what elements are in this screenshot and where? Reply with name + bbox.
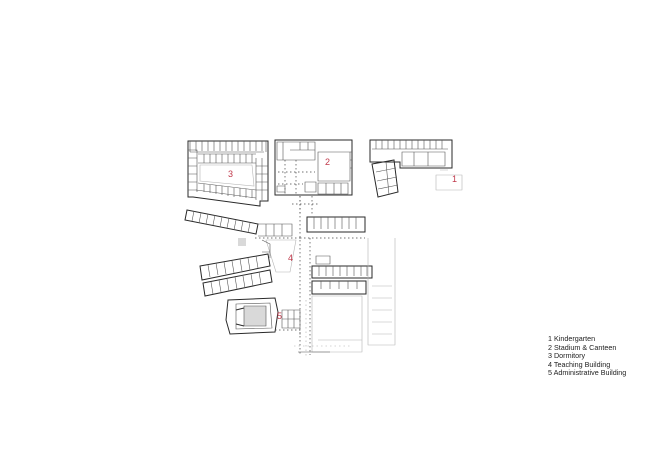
label-dormitory-number: 3 bbox=[228, 169, 234, 179]
legend-item-stadium-canteen: 2 Stadium & Canteen bbox=[548, 342, 617, 352]
legend-item-administrative-building: 5 Administrative Building bbox=[548, 368, 627, 378]
legend-item-kindergarten: 1 Kindergarten bbox=[548, 334, 596, 343]
teaching-building bbox=[184, 196, 396, 356]
dormitory-building bbox=[187, 140, 269, 207]
legend-item-teaching-building: 4 Teaching Building bbox=[548, 359, 611, 369]
label-administrative-building-number: 5 bbox=[277, 311, 283, 321]
kindergarten-building bbox=[369, 139, 463, 198]
legend-item-dormitory: 3 Dormitory bbox=[548, 351, 586, 361]
label-kindergarten-number: 1 bbox=[452, 174, 458, 184]
label-stadium-canteen-number: 2 bbox=[325, 157, 331, 167]
administrative-building bbox=[225, 297, 301, 336]
stadium-canteen-building bbox=[274, 139, 353, 196]
legend: 1 Kindergarten 2 Stadium & Canteen 3 Dor… bbox=[548, 334, 627, 378]
label-teaching-building-number: 4 bbox=[288, 253, 294, 263]
